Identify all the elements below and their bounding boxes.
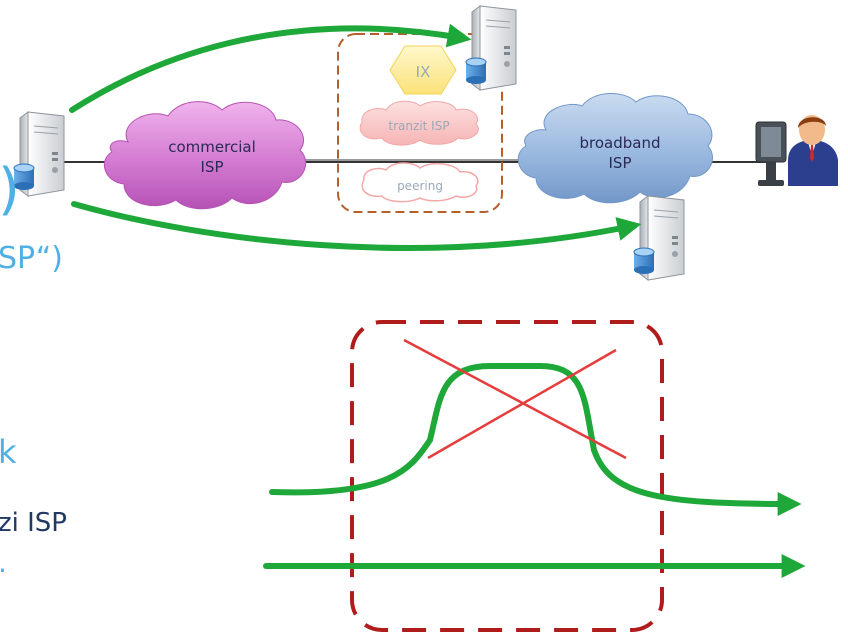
commercial-isp-label-line2: ISP	[201, 158, 224, 176]
broadband-isp-cloud	[517, 92, 713, 204]
broadband-isp-label-line1: broadband	[580, 134, 661, 152]
broadband-isp-label-line2: ISP	[609, 154, 632, 172]
cropped-dot-text: .	[0, 548, 7, 578]
cropped-tranzi-isp-text: zi ISP	[0, 508, 67, 538]
ix-hexagon	[389, 45, 457, 95]
cropped-isp-quote-text: SP“)	[0, 241, 63, 276]
ix-cache-server-icon	[465, 5, 517, 91]
route-arrow-to-ix-cache	[69, 23, 472, 113]
route-arrow-to-broadband-cache	[71, 201, 642, 251]
peering-label: peering	[397, 179, 443, 193]
tranzit-isp-label: tranzit ISP	[388, 119, 449, 133]
peering-cloud	[361, 162, 479, 203]
broadband-cache-server-icon	[633, 195, 685, 281]
cropped-paren-text: )	[0, 157, 20, 222]
detour-path-arrow	[269, 363, 802, 516]
origin-server-icon	[13, 111, 65, 197]
commercial-isp-cloud	[103, 101, 307, 210]
cross-line-2	[427, 348, 617, 460]
cropped-k-text: k	[0, 433, 17, 471]
ix-label: IX	[416, 63, 431, 81]
bypass-region-box	[350, 320, 664, 632]
tranzit-isp-cloud	[359, 100, 479, 146]
commercial-isp-label-line1: commercial	[168, 138, 256, 156]
user-computer-icon	[755, 115, 838, 186]
cross-line-1	[403, 338, 627, 460]
